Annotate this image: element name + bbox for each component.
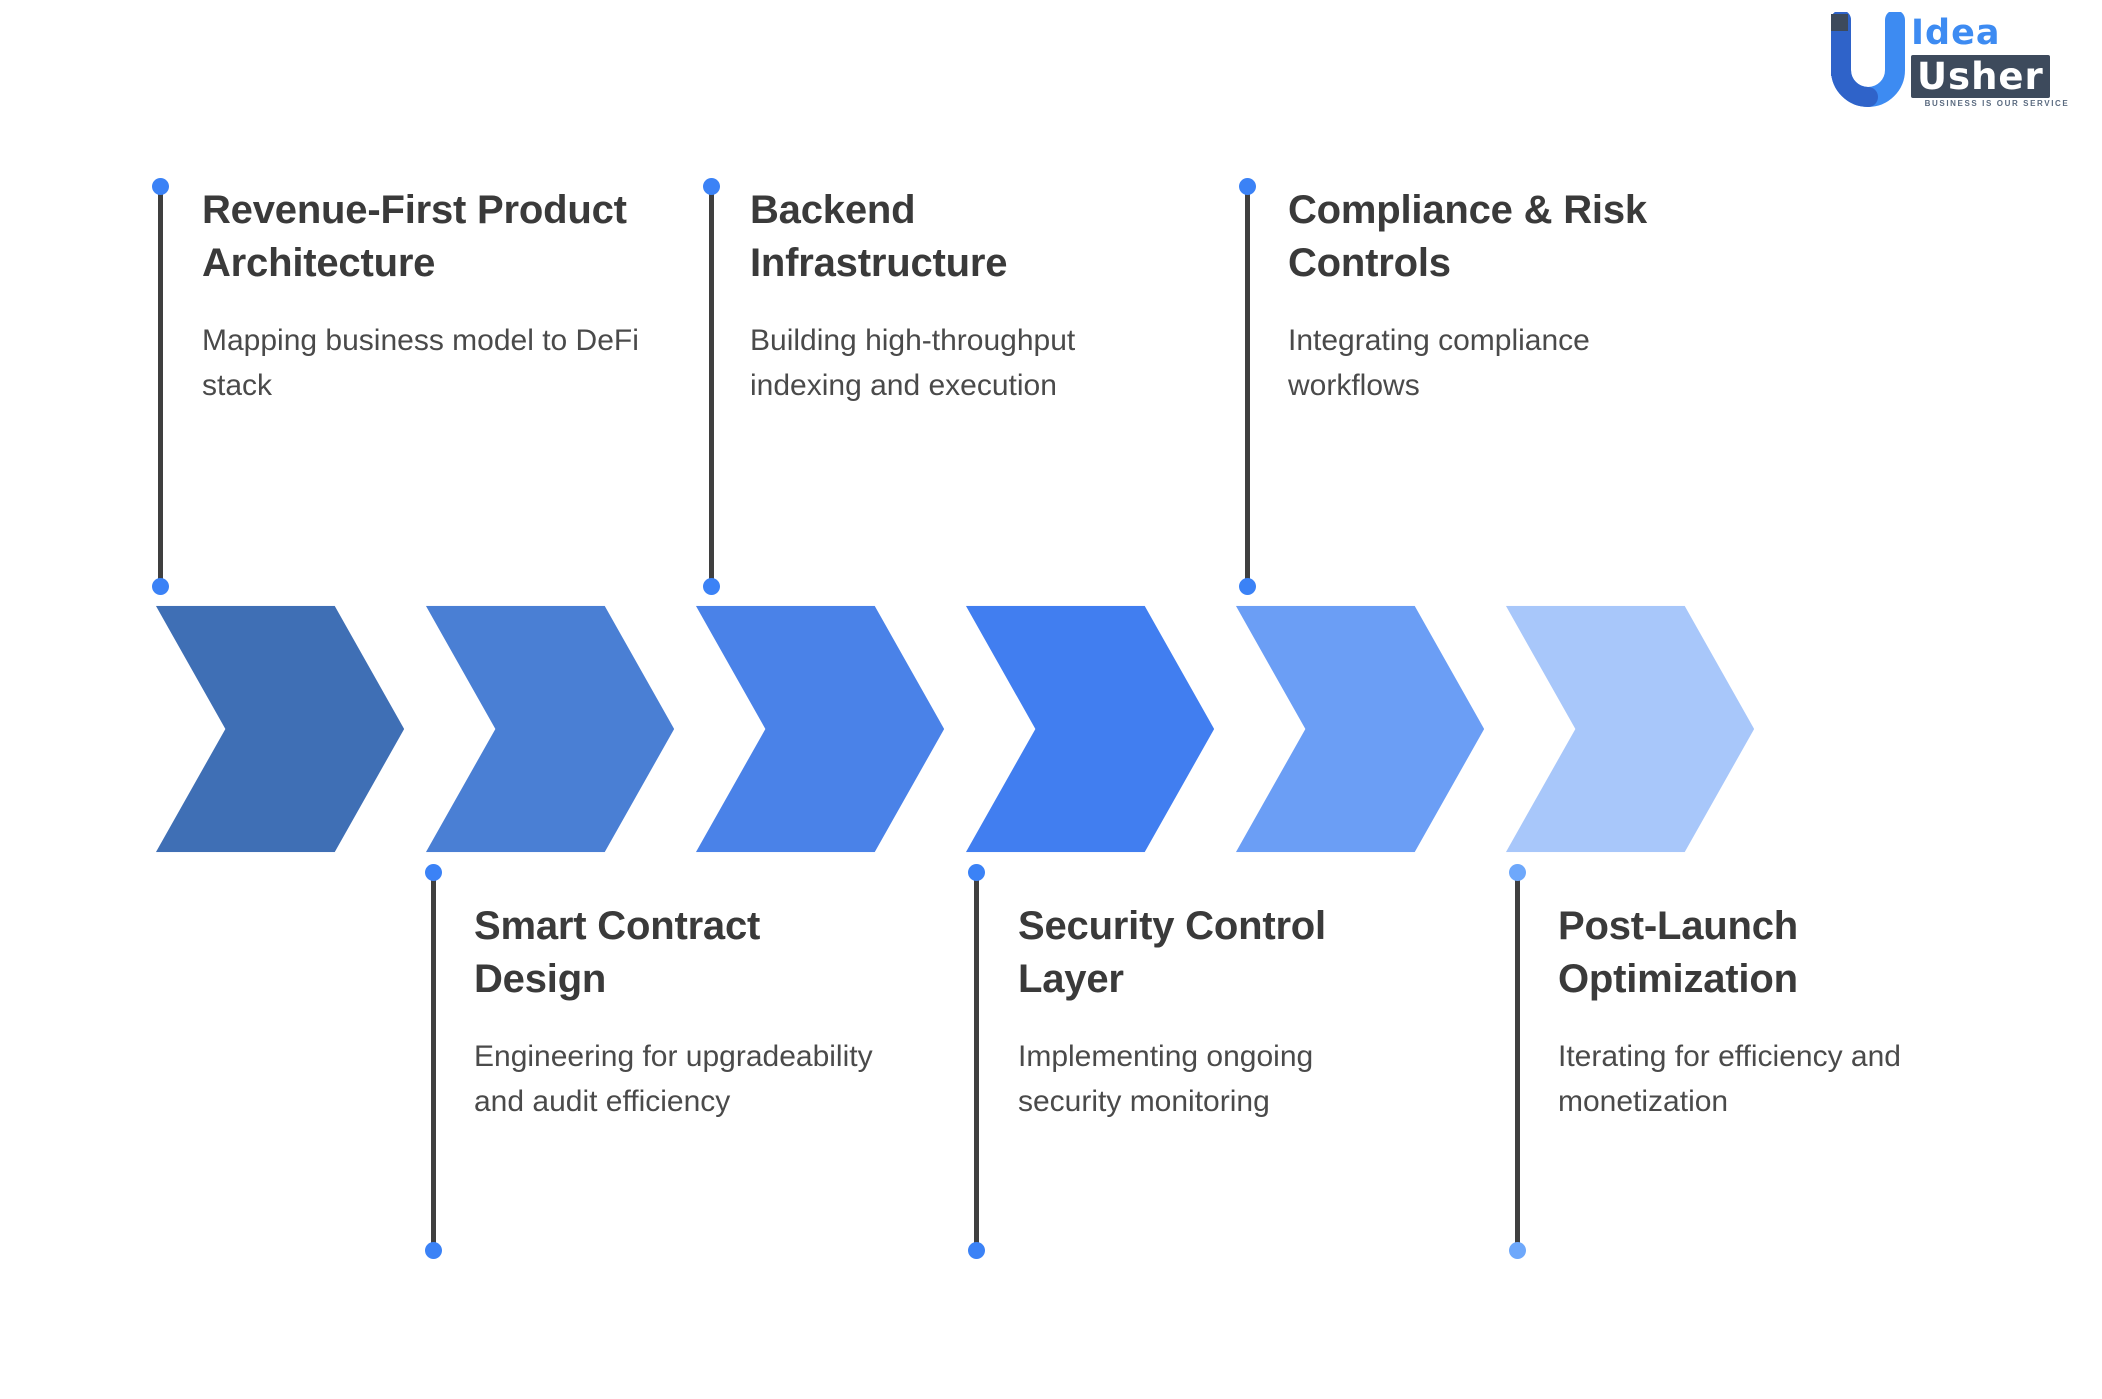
u-magnet-logo-icon bbox=[1829, 10, 1907, 112]
connector-dot-bottom-6 bbox=[1509, 1242, 1526, 1259]
brand-wordmark: Idea Usher BUSINESS IS OUR SERVICE bbox=[1911, 16, 2086, 108]
brand-logo: Idea Usher BUSINESS IS OUR SERVICE bbox=[1829, 10, 2084, 115]
brand-name-idea: Idea bbox=[1911, 13, 2001, 53]
callout-step-5-title: Compliance & Risk Controls bbox=[1288, 188, 1647, 285]
chevron-step-5[interactable] bbox=[1230, 600, 1490, 858]
connector-step-3 bbox=[703, 178, 720, 595]
callout-step-3-description: Building high-throughput indexing and ex… bbox=[750, 323, 1076, 402]
callout-step-2: Smart Contract Design Engineering for up… bbox=[474, 900, 894, 1124]
connector-step-1 bbox=[152, 178, 169, 595]
connector-dot-top-1 bbox=[152, 178, 169, 195]
chevron-step-2[interactable] bbox=[420, 600, 680, 858]
callout-step-6-description: Iterating for efficiency and monetizatio… bbox=[1558, 1039, 1901, 1118]
connector-dot-bottom-2 bbox=[425, 1242, 442, 1259]
brand-tagline: BUSINESS IS OUR SERVICE bbox=[1924, 98, 2070, 108]
chevron-step-4[interactable] bbox=[960, 600, 1220, 858]
callout-step-1-description: Mapping business model to DeFi stack bbox=[202, 323, 639, 402]
connector-step-4 bbox=[968, 864, 985, 1259]
brand-name-usher: Usher bbox=[1917, 55, 2044, 98]
connector-dot-top-3 bbox=[703, 178, 720, 195]
connector-dot-bottom-4 bbox=[968, 1242, 985, 1259]
callout-step-2-description: Engineering for upgradeability and audit… bbox=[474, 1039, 873, 1118]
chevron-step-1[interactable] bbox=[150, 600, 410, 858]
chevron-step-4-fill bbox=[965, 605, 1215, 853]
chevron-step-2-fill bbox=[425, 605, 675, 853]
connector-dot-bottom-3 bbox=[703, 578, 720, 595]
chevron-step-6[interactable] bbox=[1500, 600, 1760, 858]
callout-step-1: Revenue-First Product Architecture Mappi… bbox=[202, 184, 642, 408]
callout-step-6-title: Post-Launch Optimization bbox=[1558, 904, 1799, 1001]
chevron-step-5-fill bbox=[1235, 605, 1485, 853]
callout-step-5-description: Integrating compliance workflows bbox=[1288, 323, 1590, 402]
chevron-step-3[interactable] bbox=[690, 600, 950, 858]
connector-dot-top-2 bbox=[425, 864, 442, 881]
chevron-step-3-fill bbox=[695, 605, 945, 853]
callout-step-1-title: Revenue-First Product Architecture bbox=[202, 188, 627, 285]
connector-step-5 bbox=[1239, 178, 1256, 595]
chevron-step-1-fill bbox=[155, 605, 405, 853]
callout-step-3: Backend Infrastructure Building high-thr… bbox=[750, 184, 1180, 408]
callout-step-4: Security Control Layer Implementing ongo… bbox=[1018, 900, 1408, 1124]
callout-step-2-title: Smart Contract Design bbox=[474, 904, 761, 1001]
connector-step-2 bbox=[425, 864, 442, 1259]
brand-name-usher-box: Usher bbox=[1911, 55, 2050, 98]
chevron-flow-band bbox=[0, 600, 2102, 860]
chevron-step-6-fill bbox=[1505, 605, 1755, 853]
connector-step-6 bbox=[1509, 864, 1526, 1259]
callout-step-4-description: Implementing ongoing security monitoring bbox=[1018, 1039, 1314, 1118]
callout-step-4-title: Security Control Layer bbox=[1018, 904, 1326, 1001]
connector-dot-bottom-1 bbox=[152, 578, 169, 595]
connector-dot-bottom-5 bbox=[1239, 578, 1256, 595]
callout-step-6: Post-Launch Optimization Iterating for e… bbox=[1558, 900, 1958, 1124]
connector-dot-top-4 bbox=[968, 864, 985, 881]
connector-dot-top-5 bbox=[1239, 178, 1256, 195]
connector-dot-top-6 bbox=[1509, 864, 1526, 881]
callout-step-3-title: Backend Infrastructure bbox=[750, 188, 1008, 285]
callout-step-5: Compliance & Risk Controls Integrating c… bbox=[1288, 184, 1688, 408]
